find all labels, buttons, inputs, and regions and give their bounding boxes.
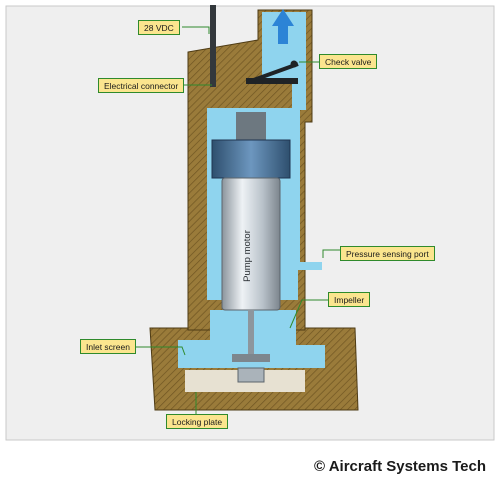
callout-locking-plate: Locking plate: [166, 414, 228, 429]
callout-electrical-connector: Electrical connector: [98, 78, 184, 93]
callout-28-vdc: 28 VDC: [138, 20, 180, 35]
callout-check-valve: Check valve: [319, 54, 377, 69]
callout-impeller: Impeller: [328, 292, 370, 307]
electrical-lead: [210, 5, 216, 87]
callout-pressure-sensing-port: Pressure sensing port: [340, 246, 435, 261]
copyright-notice: © Aircraft Systems Tech: [314, 458, 486, 475]
pump-motor-label: Pump motor: [242, 230, 253, 282]
callout-inlet-screen: Inlet screen: [80, 339, 136, 354]
